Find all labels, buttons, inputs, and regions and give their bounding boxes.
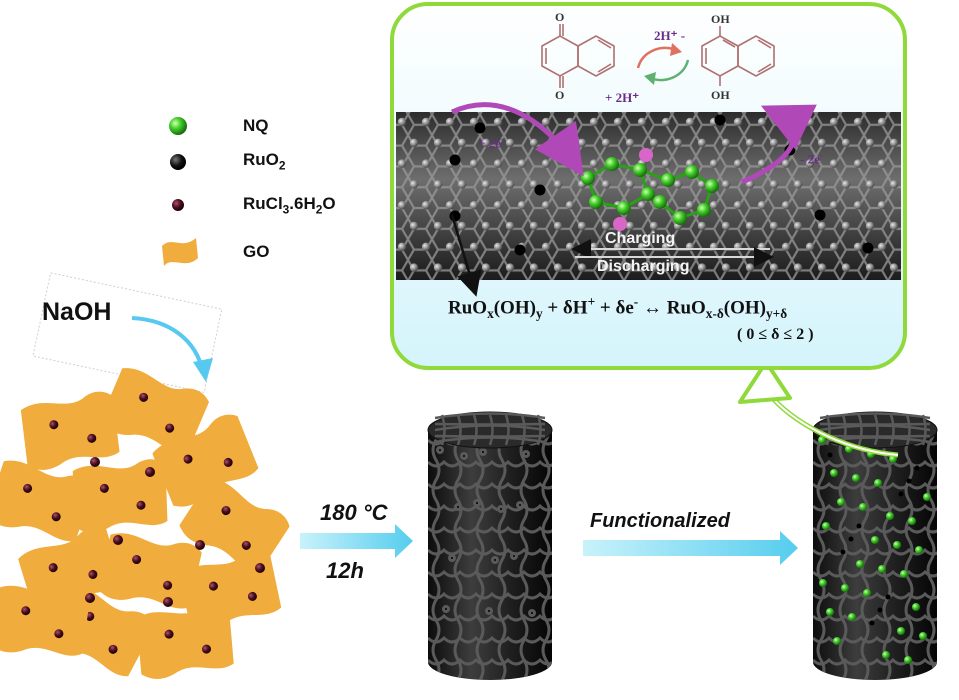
nq-particle <box>856 560 864 568</box>
nq-particle <box>837 498 845 506</box>
time-label: 12h <box>326 558 364 583</box>
nq-particle <box>830 469 838 477</box>
ruo2-site <box>862 242 874 254</box>
ruo2-legend-sphere <box>170 154 186 170</box>
electron-loss-arrow <box>741 104 817 185</box>
go-legend-sheet <box>162 238 198 266</box>
nq-particle <box>915 546 923 554</box>
nq-particle <box>882 651 890 659</box>
go-sheet <box>18 526 123 615</box>
nq-particle <box>919 632 927 640</box>
nq-particle <box>923 493 931 501</box>
ruo2-site <box>514 244 526 256</box>
nq-particle <box>848 613 856 621</box>
discharging-label: Discharging <box>597 258 690 275</box>
redox-bottom-label: + 2H⁺ <box>605 90 640 105</box>
go-sheet <box>20 391 120 470</box>
delta-range: ( 0 ≤ δ ≤ 2 ) <box>737 326 814 343</box>
go-sheet-mixture <box>0 368 290 679</box>
nq-particle <box>859 503 867 511</box>
nq-particle <box>908 517 916 525</box>
nq-rgo-ruo2-cylinder <box>812 411 938 680</box>
legend-label-go: GO <box>243 242 270 261</box>
nq-particle <box>912 603 920 611</box>
legend <box>162 117 198 266</box>
legend-label-rucl3: RuCl3.6H2O <box>243 194 336 217</box>
functionalized-label: Functionalized <box>590 510 730 532</box>
nq-particle <box>819 579 827 587</box>
go-sheet <box>100 368 209 454</box>
naphthoquinone-structure <box>541 24 615 88</box>
rucl3-particle <box>255 563 265 573</box>
naphthohydroquinone-structure <box>701 26 775 86</box>
rucl3-particle <box>85 593 95 603</box>
nq-particle <box>822 522 830 530</box>
nq-particle <box>852 474 860 482</box>
nq-particle <box>818 436 826 444</box>
nq-particle <box>863 589 871 597</box>
go-sheet <box>97 533 202 609</box>
nq-particle <box>826 608 834 616</box>
ruo2-site <box>474 122 486 134</box>
go-sheet <box>136 602 234 679</box>
nq-particle <box>897 627 905 635</box>
functionalization-arrow <box>583 531 798 565</box>
rucl3-particle <box>90 457 100 467</box>
nq-particle <box>871 536 879 544</box>
nq-molecule-on-graphene <box>581 148 719 231</box>
electron-gain-label: + 2e- <box>478 134 504 151</box>
zoom-arrow <box>738 360 899 458</box>
hydroquinone-oh-top: OH <box>711 12 730 26</box>
ruo2-site <box>714 114 726 126</box>
charging-label: Charging <box>605 230 676 247</box>
nq-particle <box>833 637 841 645</box>
nq-particle <box>900 570 908 578</box>
nq-particle <box>893 541 901 549</box>
temperature-label: 180 °C <box>320 500 388 525</box>
rucl3-particle <box>113 535 123 545</box>
rucl3-particle <box>195 540 205 550</box>
hydroquinone-oh-bottom: OH <box>711 88 730 102</box>
go-sheet <box>0 460 94 542</box>
naoh-label: NaOH <box>42 298 112 326</box>
naoh-arrow <box>131 316 205 373</box>
redox-equation: RuOx(OH)y + δH+ + δe- ↔ RuOx-δ(OH)y+δ <box>448 294 788 322</box>
ruo2-site <box>534 184 546 196</box>
nq-particle <box>904 656 912 664</box>
naoh-box <box>32 272 223 393</box>
nq-particle <box>878 565 886 573</box>
mechanism-inset <box>390 2 907 370</box>
ruo2-pointer-arrow <box>450 214 482 297</box>
ruo2-site <box>814 209 826 221</box>
go-sheet <box>152 414 259 507</box>
go-sheet <box>72 459 168 533</box>
rgo-ruo2-cylinder <box>427 411 553 680</box>
rucl3-particle <box>145 467 155 477</box>
nq-particle <box>841 584 849 592</box>
electron-loss-label: - 2e- <box>800 150 823 167</box>
naoh-arrow-head <box>193 358 213 382</box>
redox-top-label: 2H⁺ - <box>654 28 686 43</box>
nq-legend-sphere <box>169 117 187 135</box>
legend-label-ruo2: RuO2 <box>243 150 286 173</box>
ruo2-site <box>449 154 461 166</box>
quinone-o-bottom: O <box>555 88 565 102</box>
go-sheet <box>0 585 91 656</box>
legend-label-nq: NQ <box>243 116 269 135</box>
naoh-addition <box>32 272 223 393</box>
rucl3-legend-sphere <box>172 199 184 211</box>
nq-particle <box>874 479 882 487</box>
hydrothermal-arrow <box>300 524 413 558</box>
rucl3-particle <box>163 597 173 607</box>
electron-gain-arrow <box>450 102 584 177</box>
nq-particle <box>886 512 894 520</box>
quinone-o-top: O <box>555 10 565 24</box>
